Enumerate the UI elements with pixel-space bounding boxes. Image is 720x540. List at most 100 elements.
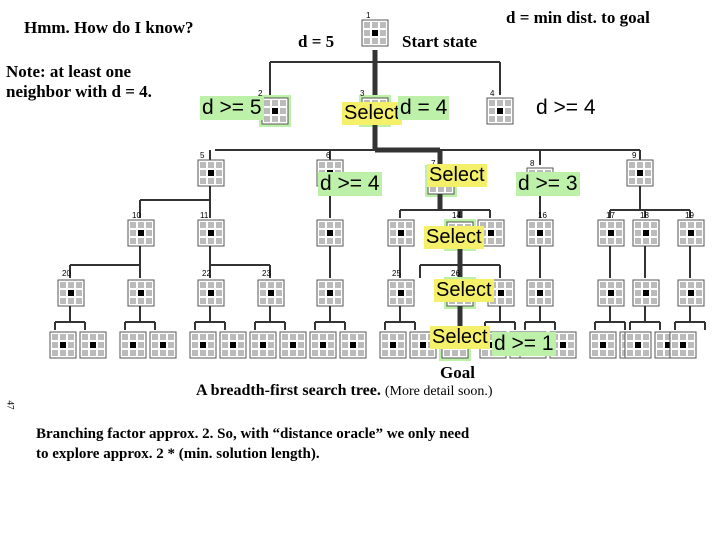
tile [372,22,378,28]
tile [665,342,671,348]
tile [82,350,88,356]
tile [76,298,82,304]
tile [335,238,341,244]
node-number-10: 10 [132,211,141,220]
tile [130,342,136,348]
tile [168,350,174,356]
tile [398,238,404,244]
tile [138,238,144,244]
tile [282,350,288,356]
tile [505,116,511,122]
tile [643,238,649,244]
tile [216,178,222,184]
tile [327,298,333,304]
tile [452,350,458,356]
leaf-state-6 [219,331,247,359]
tile [200,238,206,244]
tile [122,350,128,356]
tile [358,350,364,356]
tile [498,298,504,304]
leaf-state-8 [279,331,307,359]
tile [90,342,96,348]
tile [600,222,606,228]
tile [643,290,649,296]
tile [406,222,412,228]
state-node-16 [526,219,554,247]
tile [645,170,651,176]
tile [160,350,166,356]
tile [168,334,174,340]
tile [688,290,694,296]
tile [382,334,388,340]
tile [200,298,206,304]
tile [312,334,318,340]
tile [146,298,152,304]
tile [290,342,296,348]
tile [216,170,222,176]
node-number-6: 6 [326,151,331,160]
tile [496,238,502,244]
tile [529,238,535,244]
tile [260,334,266,340]
tile [208,334,214,340]
tile [60,282,66,288]
start-state-label: Start state [402,32,478,51]
node-number-14: 14 [452,211,461,220]
tile [592,350,598,356]
tile [560,350,566,356]
tile [319,238,325,244]
tile [76,290,82,296]
tile [200,178,206,184]
node-number-1: 1 [366,11,371,20]
tile [222,334,228,340]
tile [319,162,325,168]
tile [216,290,222,296]
tile [497,116,503,122]
tile [629,162,635,168]
tile [657,334,663,340]
tile [122,342,128,348]
node-number-3: 3 [360,89,365,98]
state-node-17 [597,219,625,247]
tile [629,178,635,184]
tile [130,222,136,228]
tile [252,350,258,356]
node-number-20: 20 [62,269,71,278]
tile [637,162,643,168]
tile [200,162,206,168]
state-node-13 [387,219,415,247]
tile [98,342,104,348]
tile [208,282,214,288]
tile [260,298,266,304]
tile [600,238,606,244]
tile [592,334,598,340]
tile [280,116,286,122]
tile [505,108,511,114]
tile [272,108,278,114]
tile [446,186,452,192]
tile [327,282,333,288]
tile [545,282,551,288]
tile [264,100,270,106]
tile [208,178,214,184]
tile [460,350,466,356]
tile [390,230,396,236]
tile [216,238,222,244]
tile [497,100,503,106]
tile [264,116,270,122]
tile [216,298,222,304]
tile [600,334,606,340]
tile [335,222,341,228]
tile [335,298,341,304]
tile [68,334,74,340]
node-number-16: 16 [538,211,547,220]
state-node-4 [486,97,514,125]
node-number-11: 11 [200,211,209,220]
tile [635,222,641,228]
tile [216,282,222,288]
tile [688,282,694,288]
state-node-30 [632,279,660,307]
tile [335,230,341,236]
tile [200,334,206,340]
tile [680,290,686,296]
